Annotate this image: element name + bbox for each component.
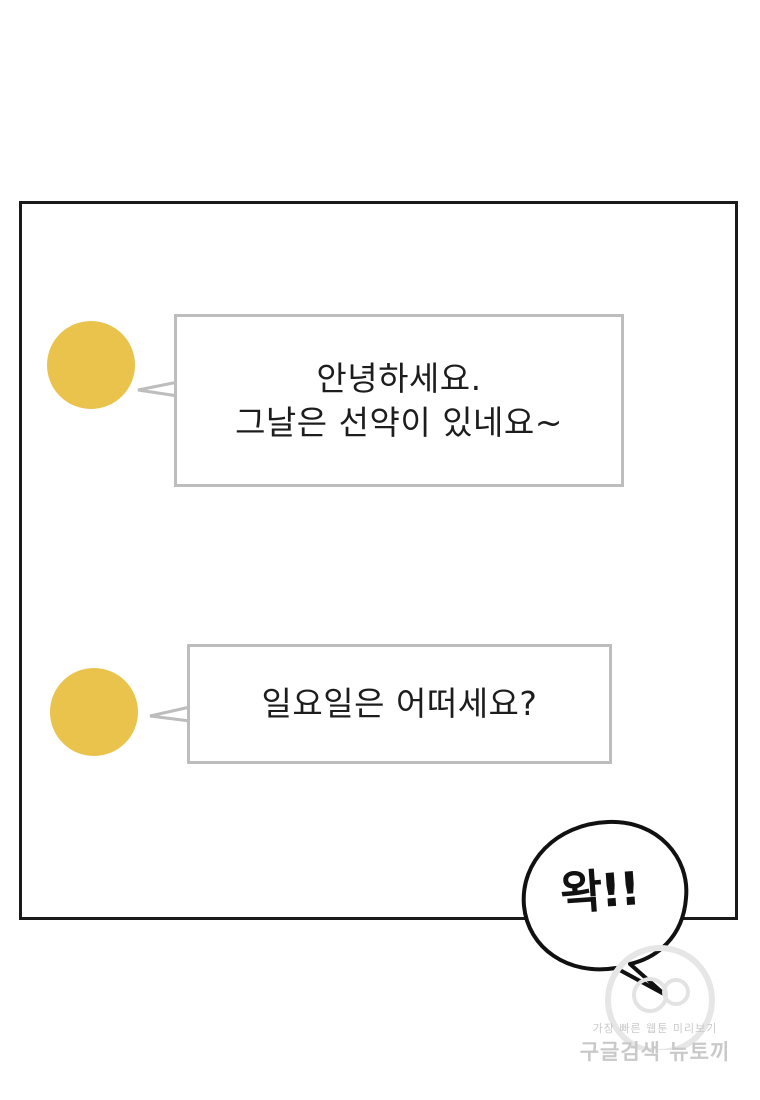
message-bubble-2: 일요일은 어떠세요? — [187, 644, 612, 764]
shout-text: 왁!! — [558, 861, 641, 921]
message-1-line-2: 그날은 선약이 있네요~ — [235, 402, 563, 442]
watermark-logo-icon — [605, 945, 715, 1050]
watermark: 가장 빠른 웹툰 미리보기 구글검색 뉴토끼 — [560, 1020, 750, 1066]
message-1-line-1: 안녕하세요. — [316, 358, 482, 398]
bubble-tail-1 — [137, 380, 179, 398]
watermark-line-1: 가장 빠른 웹툰 미리보기 — [592, 1022, 718, 1035]
bubble-tail-2 — [149, 705, 191, 723]
watermark-line-2: 구글검색 뉴토끼 — [579, 1040, 731, 1064]
avatar-1 — [47, 321, 135, 409]
message-bubble-1: 안녕하세요. 그날은 선약이 있네요~ — [174, 314, 624, 487]
avatar-2 — [50, 668, 138, 756]
message-2-text: 일요일은 어떠세요? — [261, 684, 538, 723]
comic-panel — [19, 201, 738, 920]
